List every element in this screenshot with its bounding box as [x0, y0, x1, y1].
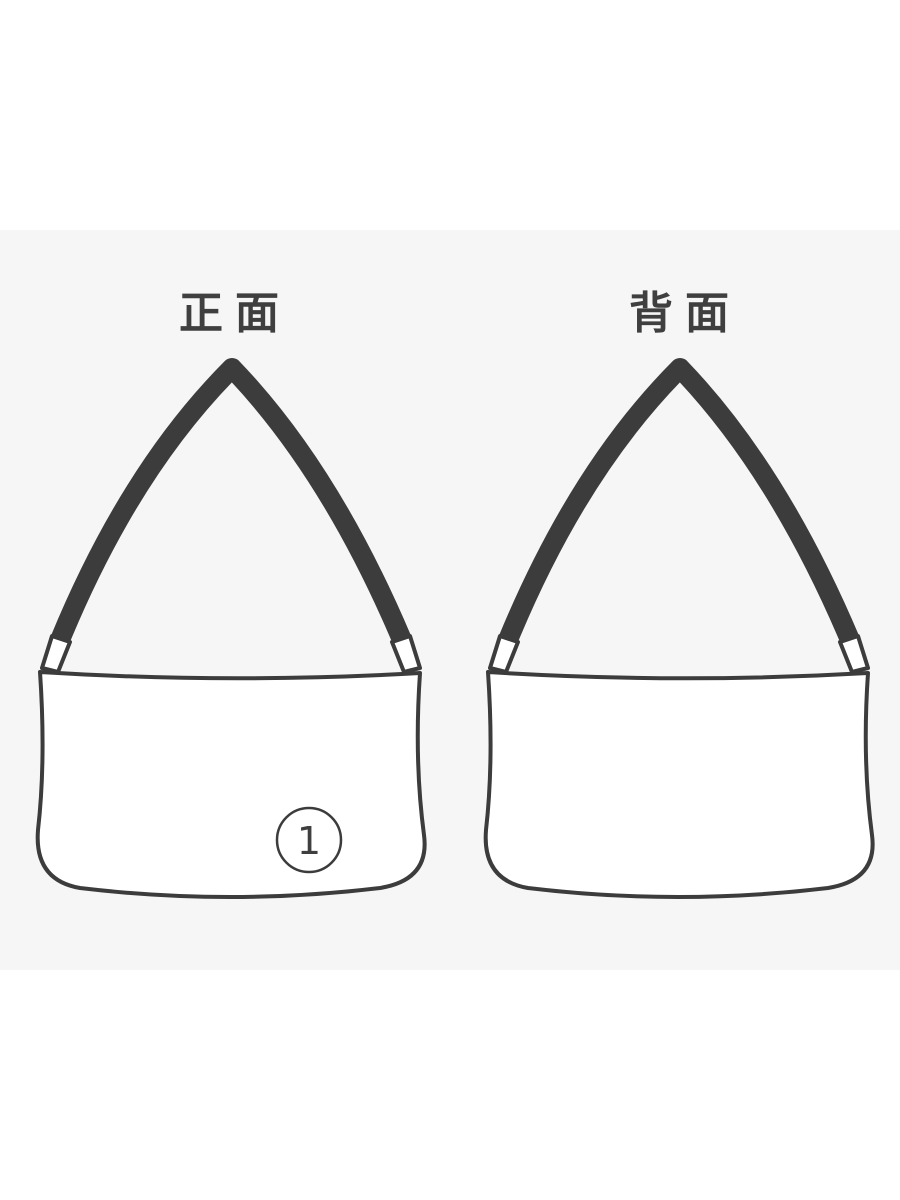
callout-number: 1: [297, 819, 321, 863]
back-bag-left-strap-connector: [488, 634, 520, 674]
back-bag-strap: [498, 358, 860, 650]
front-bag-strap: [50, 358, 412, 650]
front-bag-body: [35, 670, 427, 899]
front-bag-right-strap-connector: [390, 634, 422, 674]
callout-marker: 1: [275, 806, 343, 874]
back-view-title: 背面: [629, 288, 741, 339]
callout-circle: [275, 806, 343, 874]
back-bag-body: [483, 670, 875, 899]
front-view-title: 正面: [179, 288, 291, 339]
front-bag: 1: [35, 358, 427, 899]
front-bag-left-strap-connector: [40, 634, 72, 674]
back-bag: [483, 358, 875, 899]
back-bag-right-strap-connector: [838, 634, 870, 674]
